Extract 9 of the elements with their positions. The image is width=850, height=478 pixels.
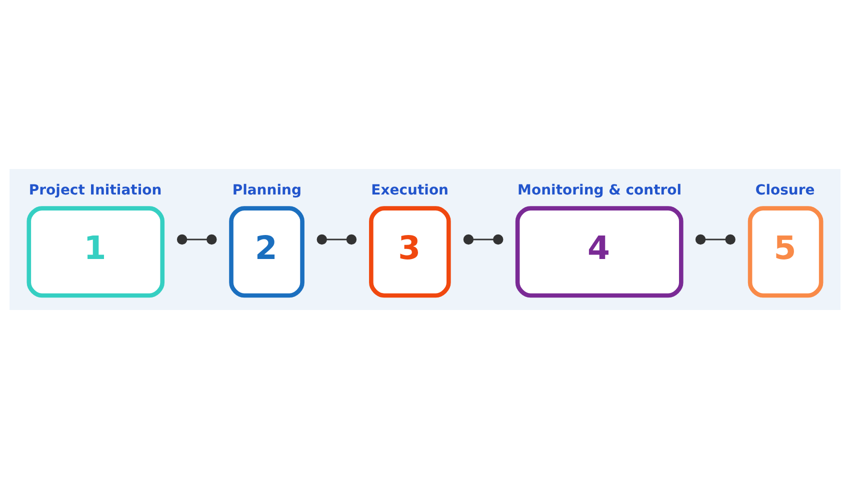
connector <box>695 234 736 244</box>
node-label: Closure <box>755 182 815 198</box>
connector <box>176 234 217 244</box>
node-label: Execution <box>371 182 449 198</box>
node-label: Planning <box>232 182 302 198</box>
node-label: Project Initiation <box>28 182 162 198</box>
connector <box>316 234 357 244</box>
connector <box>463 234 504 244</box>
node-label: Monitoring & control <box>518 182 682 198</box>
